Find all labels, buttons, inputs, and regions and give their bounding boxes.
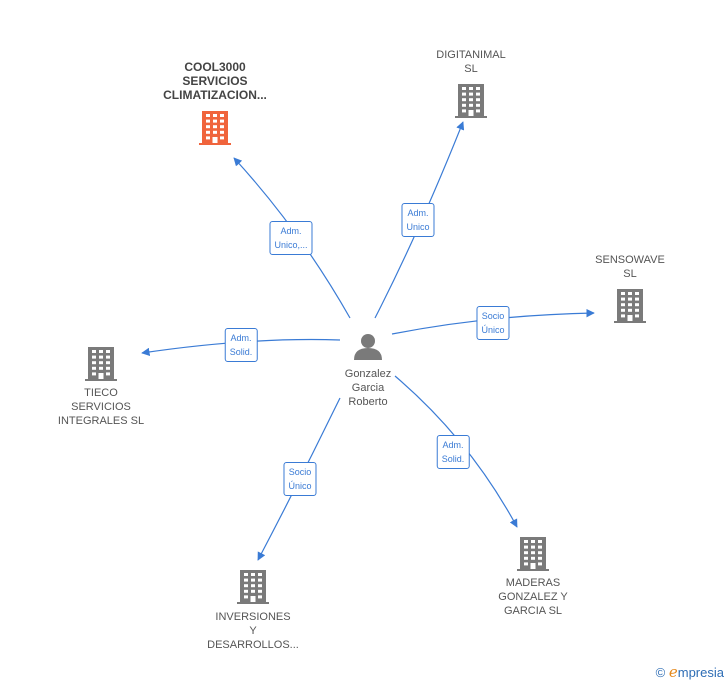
edge-label-maderas: Adm. Solid. <box>436 435 470 469</box>
edge-label-cool3000: Adm. Unico,... <box>269 221 313 255</box>
company-label-sensowave[interactable]: SENSOWAVE SL <box>595 254 665 280</box>
edge-label-inversiones: Socio Único <box>283 462 317 496</box>
building-icon-cool3000[interactable] <box>199 111 231 145</box>
company-label-tieco[interactable]: TIECO SERVICIOS INTEGRALES SL <box>57 387 145 427</box>
copyright-symbol: © <box>655 665 666 680</box>
person-label[interactable]: Gonzalez Garcia Roberto <box>344 368 392 408</box>
company-label-cool3000[interactable]: COOL3000 SERVICIOS CLIMATIZACION... <box>163 60 267 102</box>
building-icon-tieco[interactable] <box>85 347 117 381</box>
edge-label-tieco: Adm. Solid. <box>224 328 258 362</box>
edge-label-sensowave: Socio Único <box>476 306 510 340</box>
brand-name: mpresia <box>677 665 724 680</box>
building-icon-digitanimal[interactable] <box>455 84 487 118</box>
building-icon-inversiones[interactable] <box>237 570 269 604</box>
building-icon-sensowave[interactable] <box>614 289 646 323</box>
brand-initial: e <box>668 663 678 681</box>
building-icon-maderas[interactable] <box>517 537 549 571</box>
company-label-digitanimal[interactable]: DIGITANIMAL SL <box>436 49 506 75</box>
edge-label-digitanimal: Adm. Unico <box>401 203 435 237</box>
person-icon[interactable] <box>354 334 382 360</box>
company-label-maderas[interactable]: MADERAS GONZALEZ Y GARCIA SL <box>498 577 568 617</box>
company-label-inversiones[interactable]: INVERSIONES Y DESARROLLOS... <box>207 611 299 651</box>
empresia-logo[interactable]: © empresia <box>656 663 724 681</box>
